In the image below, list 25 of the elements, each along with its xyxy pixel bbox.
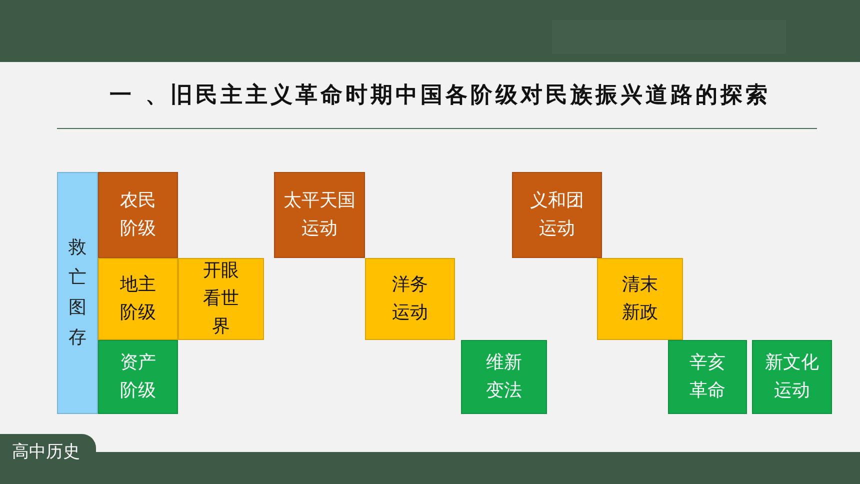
- topic-box: [365, 258, 455, 340]
- topic-box: [98, 340, 178, 414]
- topic-box: [461, 340, 547, 414]
- topic-text: 洋务运动: [392, 273, 428, 325]
- topic-text: 开眼看世界: [203, 259, 239, 339]
- topic-box: [98, 258, 178, 340]
- topic-text: 资产阶级: [120, 351, 156, 403]
- topic-box: [98, 172, 178, 258]
- topic-text: 义和团运动: [530, 189, 584, 241]
- topic-text: 太平天国运动: [284, 189, 356, 241]
- topic-text: 地主阶级: [120, 273, 156, 325]
- topic-text: 农民阶级: [120, 189, 156, 241]
- topic-box: [274, 172, 365, 258]
- topic-box: [668, 340, 747, 414]
- topic-text: 清末新政: [622, 273, 658, 325]
- topic-text: 辛亥革命: [690, 351, 726, 403]
- topic-text: 新文化运动: [765, 351, 819, 403]
- topic-text: 救亡图存: [68, 236, 88, 350]
- topic-text: 维新变法: [486, 351, 522, 403]
- theme-bar: [57, 172, 98, 414]
- topic-box: [512, 172, 602, 258]
- title: 一 、旧民主主义革命时期中国各阶级对民族振兴道路的探索: [108, 82, 772, 110]
- topic-box: [752, 340, 832, 414]
- topic-box: [178, 258, 264, 340]
- topic-box: [597, 258, 683, 340]
